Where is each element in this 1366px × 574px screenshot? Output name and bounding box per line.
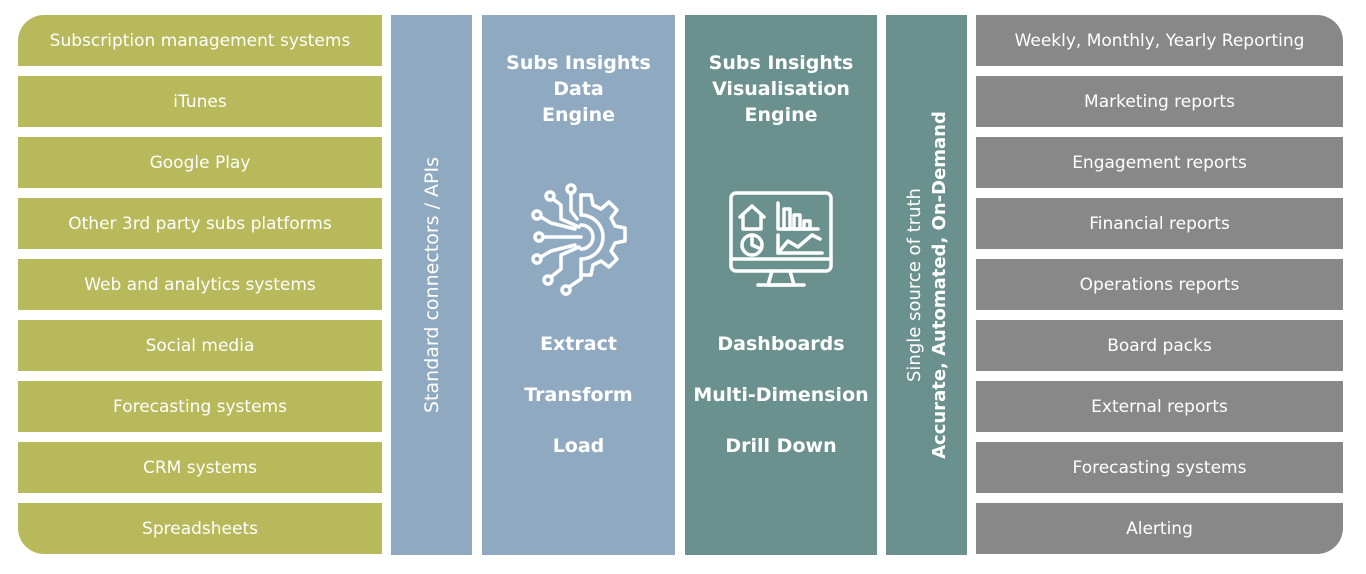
source-web-analytics: Web and analytics systems: [18, 259, 382, 310]
source-3rd-party-platforms: Other 3rd party subs platforms: [18, 198, 382, 249]
data-engine-title: Subs Insights Data Engine: [506, 52, 651, 126]
report-label: Board packs: [1107, 335, 1212, 356]
report-financial: Financial reports: [976, 198, 1343, 249]
report-label: Operations reports: [1079, 274, 1240, 295]
truth-line-1: Single source of truth: [903, 188, 925, 382]
source-google-play: Google Play: [18, 137, 382, 188]
source-label: Spreadsheets: [142, 518, 258, 539]
gear-circuit-icon: [530, 183, 627, 296]
source-forecasting: Forecasting systems: [18, 381, 382, 432]
report-periodic: Weekly, Monthly, Yearly Reporting: [976, 15, 1343, 66]
step-load: Load: [552, 435, 605, 457]
source-spreadsheets: Spreadsheets: [18, 503, 382, 554]
report-label: External reports: [1091, 396, 1228, 417]
report-alerting: Alerting: [976, 503, 1343, 554]
report-label: Financial reports: [1089, 213, 1230, 234]
source-label: CRM systems: [142, 457, 258, 478]
connectors-column: Standard connectors / APIs: [391, 15, 472, 555]
source-subscription-management: Subscription management systems: [18, 15, 382, 66]
truth-label: Single source of truth Accurate, Automat…: [902, 111, 952, 459]
feature-dashboards: Dashboards: [717, 333, 845, 355]
data-engine-column: Subs Insights Data Engine Extract Transf…: [482, 15, 675, 555]
source-label: iTunes: [173, 91, 227, 112]
report-label: Engagement reports: [1072, 152, 1247, 173]
source-itunes: iTunes: [18, 76, 382, 127]
step-transform: Transform: [524, 384, 633, 406]
feature-multi-dimension: Multi-Dimension: [693, 384, 869, 406]
source-social-media: Social media: [18, 320, 382, 371]
report-label: Forecasting systems: [1072, 457, 1247, 478]
report-label: Marketing reports: [1084, 91, 1235, 112]
source-label: Social media: [145, 335, 255, 356]
monitor-dashboard-icon: [729, 191, 833, 287]
source-label: Forecasting systems: [113, 396, 287, 417]
report-label: Alerting: [1126, 518, 1193, 539]
report-external: External reports: [976, 381, 1343, 432]
truth-line-2: Accurate, Automated, On-Demand: [928, 111, 950, 459]
visualisation-engine-title: Subs Insights Visualisation Engine: [708, 52, 854, 126]
source-crm: CRM systems: [18, 442, 382, 493]
source-label: Subscription management systems: [49, 30, 351, 51]
step-extract: Extract: [540, 333, 617, 355]
single-source-truth-column: Single source of truth Accurate, Automat…: [886, 15, 967, 555]
report-marketing: Marketing reports: [976, 76, 1343, 127]
report-operations: Operations reports: [976, 259, 1343, 310]
report-label: Weekly, Monthly, Yearly Reporting: [1014, 30, 1305, 51]
report-forecasting: Forecasting systems: [976, 442, 1343, 493]
visualisation-engine-column: Subs Insights Visualisation Engine Dashb…: [685, 15, 877, 555]
source-label: Google Play: [149, 152, 251, 173]
report-board-packs: Board packs: [976, 320, 1343, 371]
source-label: Web and analytics systems: [84, 274, 316, 295]
source-label: Other 3rd party subs platforms: [68, 213, 332, 234]
feature-drill-down: Drill Down: [725, 435, 837, 457]
report-engagement: Engagement reports: [976, 137, 1343, 188]
connectors-label: Standard connectors / APIs: [420, 157, 443, 413]
